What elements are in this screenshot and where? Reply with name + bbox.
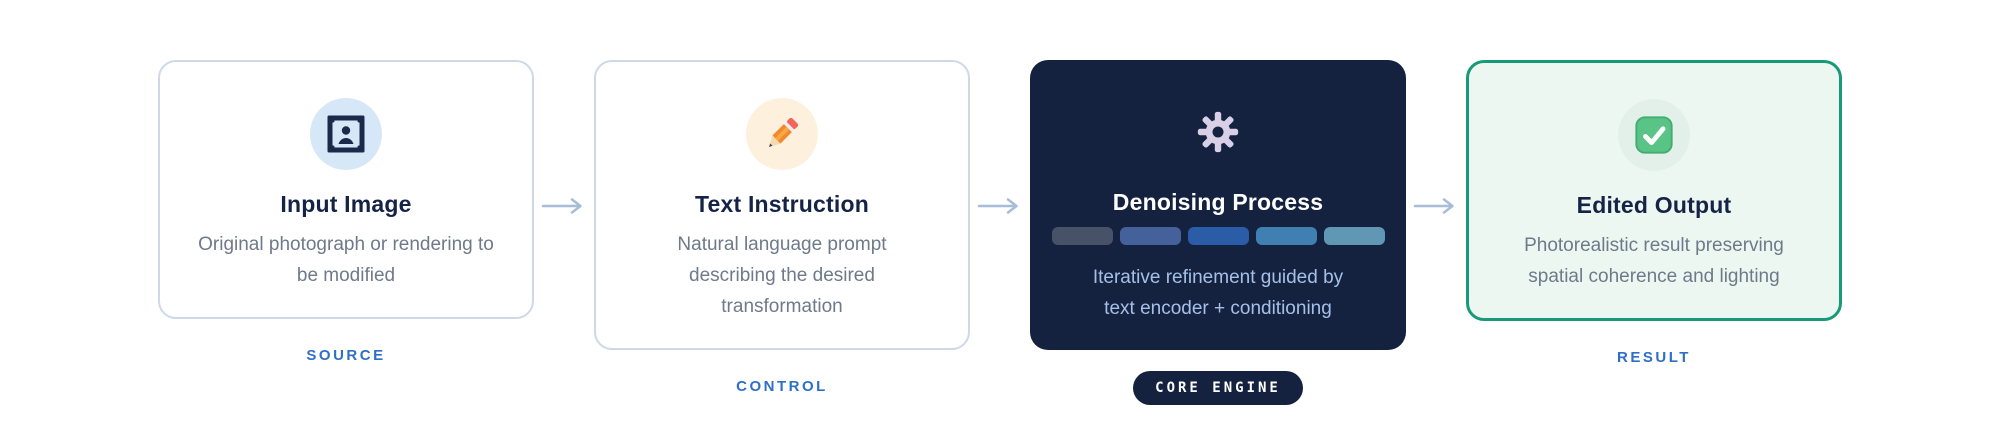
stage-label-control: CONTROL [736,378,828,395]
input-image-card: Input Image Original photograph or rende… [158,60,534,319]
denoising-step-bar [1323,227,1385,245]
input-image-icon-circle [310,98,382,170]
denoising-step-bar [1255,227,1317,245]
framed-picture-icon [327,115,365,153]
flow-arrow [534,197,594,215]
denoising-steps-bars [1050,227,1386,245]
stage-label-source: SOURCE [306,347,386,364]
stage-label-result: RESULT [1617,349,1691,366]
stage-edited-output: Edited Output Photorealistic result pres… [1466,60,1842,366]
right-arrow-icon [977,198,1018,214]
text-instruction-card: Text Instruction Natural language prompt… [594,60,970,350]
denoising-step-bar [1051,227,1113,245]
card-description: Iterative refinement guided by text enco… [1092,267,1344,319]
stage-text-instruction: Text Instruction Natural language prompt… [594,60,970,395]
card-description: Natural language prompt describing the d… [677,234,887,317]
right-arrow-icon [541,198,582,214]
card-description: Photorealistic result preserving spatial… [1524,235,1784,287]
edited-output-card: Edited Output Photorealistic result pres… [1466,60,1842,321]
card-title: Denoising Process [1112,189,1324,215]
card-description: Original photograph or rendering to be m… [198,234,494,286]
denoising-icon-circle [1182,96,1254,168]
card-title: Edited Output [1576,192,1732,218]
stage-denoising-process: Denoising Process Iterative refinement g… [1030,60,1406,405]
text-instruction-icon-circle [746,98,818,170]
card-title: Text Instruction [694,191,869,217]
flow-arrow [1406,197,1466,215]
denoising-process-card: Denoising Process Iterative refinement g… [1030,60,1406,350]
check-icon [1635,116,1673,154]
right-arrow-icon [1413,198,1454,214]
stage-input-image: Input Image Original photograph or rende… [158,60,534,364]
stage-label-core-engine: CORE ENGINE [1133,371,1303,405]
denoising-step-bar [1187,227,1249,245]
edited-output-icon-circle [1618,99,1690,171]
pipeline-diagram: Input Image Original photograph or rende… [158,60,1842,405]
pencil-icon [769,117,799,147]
flow-arrow [970,197,1030,215]
card-title: Input Image [280,191,412,217]
gear-icon [1197,111,1239,153]
denoising-step-bar [1119,227,1181,245]
